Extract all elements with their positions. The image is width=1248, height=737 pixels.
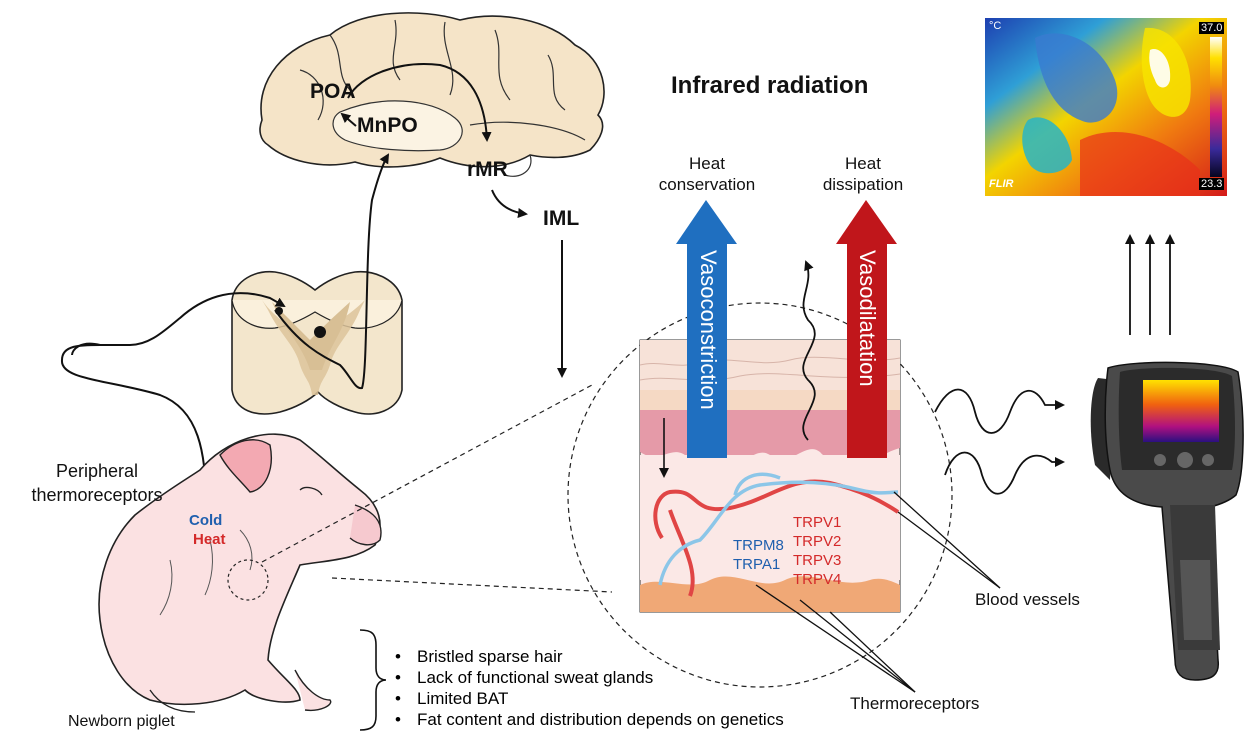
label-cold: Cold	[189, 512, 223, 529]
heat-dissipation-arrow	[836, 200, 897, 458]
trait-item: Fat content and distribution depends on …	[395, 709, 784, 730]
traits-brace	[359, 629, 387, 731]
label-heat-channel-4: TRPV4	[793, 571, 842, 588]
heat-conservation-arrow	[676, 200, 737, 458]
title-infrared-radiation: Infrared radiation	[671, 72, 869, 99]
thermal-unit: °C	[989, 20, 1002, 32]
label-poa: POA	[310, 80, 356, 103]
label-cold-channel-1: TRPM8	[733, 537, 784, 554]
label-peripheral-thermoreceptors: Peripheral thermoreceptors	[31, 461, 163, 505]
piglet-illustration	[98, 433, 382, 713]
neuron-dot-1	[275, 307, 283, 315]
thermal-brand: FLIR	[989, 178, 1014, 190]
infrared-up-arrows	[1125, 234, 1175, 335]
thermal-max: 37.0	[1199, 22, 1225, 34]
label-blood-vessels: Blood vessels	[975, 590, 1080, 609]
label-newborn-piglet: Newborn piglet	[68, 713, 175, 730]
neuron-dot-2	[314, 326, 326, 338]
label-vasodilatation: Vasodilatation	[855, 250, 880, 387]
piglet-traits-list: Bristled sparse hair Lack of functional …	[395, 646, 784, 730]
spinal-cord-illustration	[231, 270, 403, 415]
label-heat-channel-3: TRPV3	[793, 552, 842, 569]
skin-heat-wave	[802, 260, 816, 441]
nerve-pathway	[60, 63, 567, 499]
thermal-min: 23.3	[1199, 178, 1225, 190]
label-mnpo: MnPO	[357, 114, 418, 137]
label-iml: IML	[543, 207, 580, 230]
label-heat: Heat	[193, 531, 226, 548]
trait-item: Bristled sparse hair	[395, 646, 784, 667]
thermal-camera-illustration	[1090, 361, 1244, 681]
label-heat-channel-2: TRPV2	[793, 533, 842, 550]
label-heat-channel-1: TRPV1	[793, 514, 842, 531]
label-thermoreceptors: Thermoreceptors	[850, 694, 980, 713]
infrared-waves	[934, 388, 1065, 495]
trait-item: Limited BAT	[395, 688, 784, 709]
label-pointers	[755, 491, 1001, 693]
label-heat-conservation: Heat conservation	[658, 154, 756, 194]
trait-item: Lack of functional sweat glands	[395, 667, 784, 688]
label-rmr: rMR	[467, 158, 508, 181]
brain-illustration	[259, 12, 605, 177]
thermal-image	[985, 18, 1227, 196]
label-vasoconstriction: Vasoconstriction	[696, 250, 721, 410]
label-cold-channel-2: TRPA1	[733, 556, 781, 573]
thermal-scale-bar	[1210, 37, 1222, 177]
label-heat-dissipation: Heat dissipation	[822, 154, 904, 194]
